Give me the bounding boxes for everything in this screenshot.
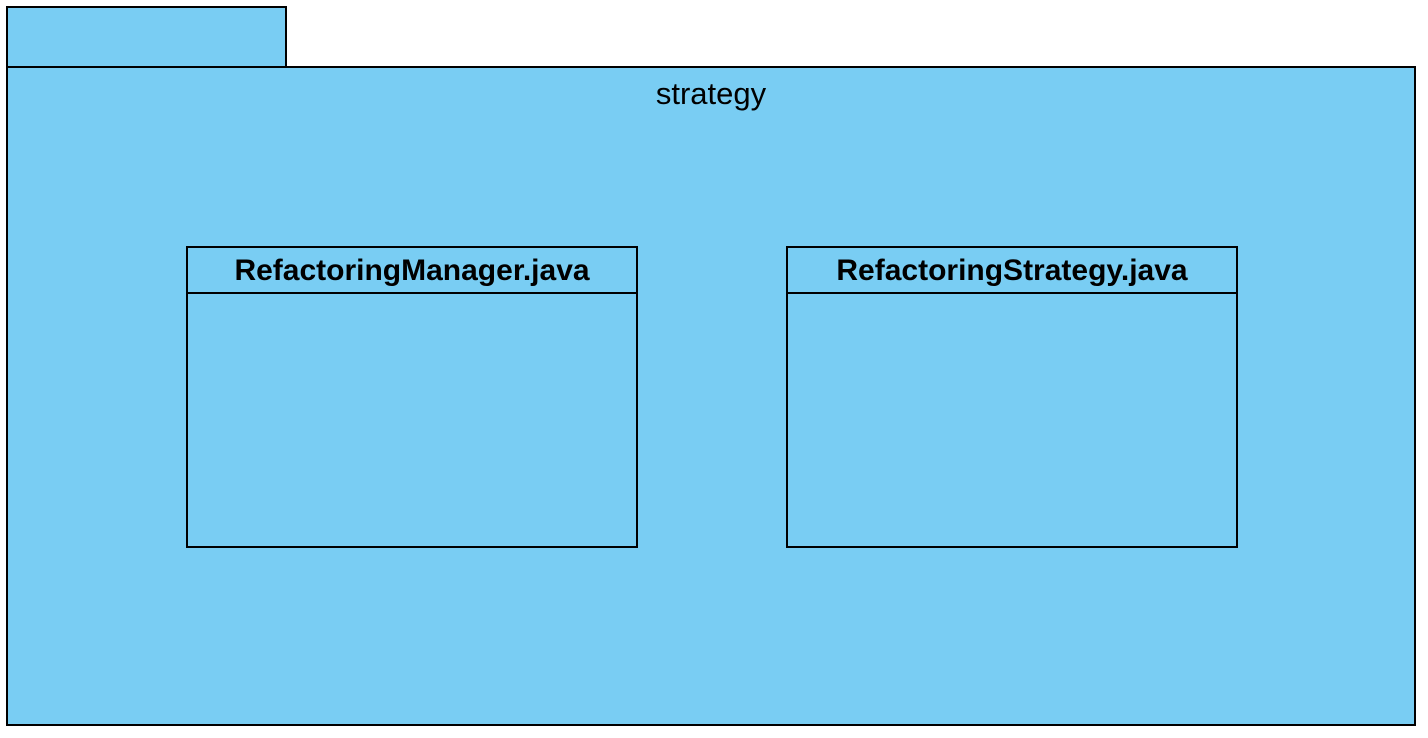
- class-name: RefactoringManager.java: [188, 248, 636, 294]
- class-refactoring-strategy[interactable]: RefactoringStrategy.java: [786, 246, 1238, 548]
- package-name: strategy: [655, 76, 767, 111]
- class-name: RefactoringStrategy.java: [788, 248, 1236, 294]
- class-compartment: [188, 294, 636, 546]
- package-tab: [6, 6, 287, 67]
- package-strategy: strategy RefactoringManager.java Refacto…: [6, 66, 1416, 726]
- class-compartment: [788, 294, 1236, 546]
- class-refactoring-manager[interactable]: RefactoringManager.java: [186, 246, 638, 548]
